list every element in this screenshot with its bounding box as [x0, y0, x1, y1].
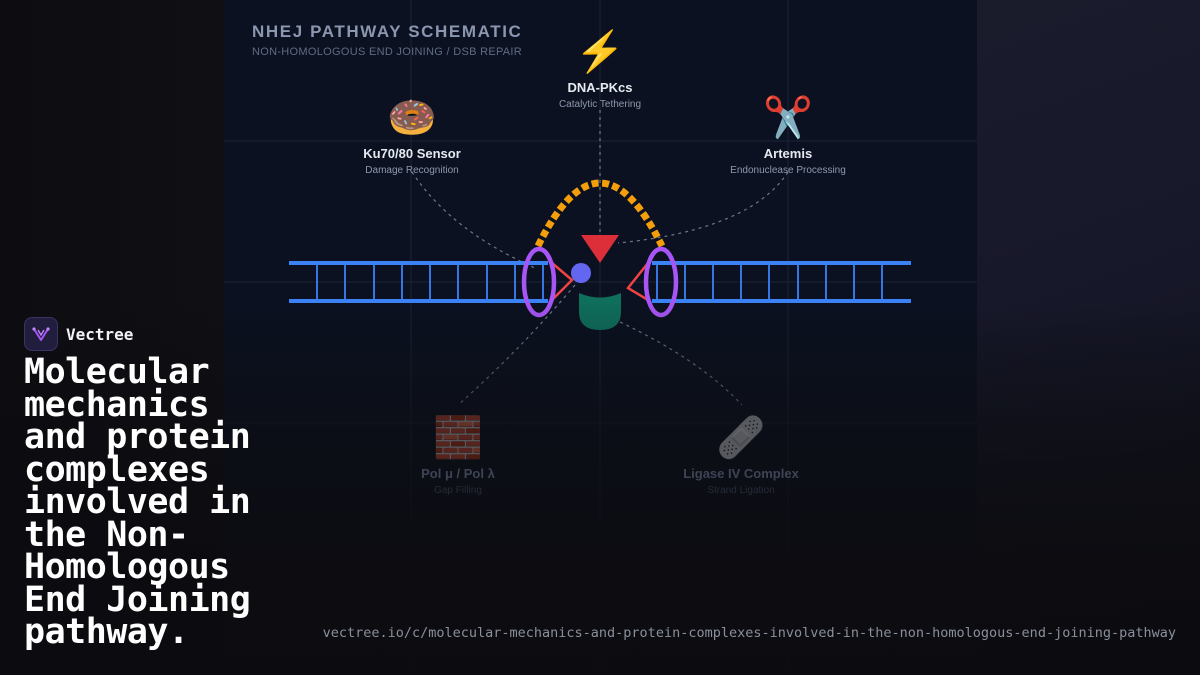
- schematic-subtitle: NON-HOMOLOGOUS END JOINING / DSB REPAIR: [252, 46, 523, 58]
- node-label: Artemis: [763, 146, 813, 161]
- node-caption: Catalytic Tethering: [558, 99, 642, 110]
- lightning-icon: ⚡: [575, 30, 625, 74]
- brand[interactable]: Vectree: [24, 317, 133, 351]
- ligase-shape: [579, 293, 621, 330]
- node-dna-pkcs: ⚡ DNA-PKcs Catalytic Tethering: [500, 28, 700, 110]
- page-headline: Molecular mechanics and protein complexe…: [24, 352, 251, 652]
- node-label: Pol μ / Pol λ: [421, 466, 495, 481]
- node-label: Ku70/80 Sensor: [363, 146, 461, 161]
- node-ligase-iv: 🩹 Ligase IV Complex Strand Ligation: [641, 414, 841, 496]
- node-caption: Damage Recognition: [365, 165, 459, 176]
- page-url-link[interactable]: vectree.io/c/molecular-mechanics-and-pro…: [322, 625, 1176, 641]
- node-ku70-80: 🍩 Ku70/80 Sensor Damage Recognition: [312, 94, 512, 176]
- donut-icon: 🍩: [387, 96, 437, 140]
- node-caption: Strand Ligation: [707, 485, 775, 496]
- schematic-title: NHEJ PATHWAY SCHEMATIC: [252, 22, 523, 41]
- node-caption: Endonuclease Processing: [730, 165, 846, 176]
- node-pol-mu-lambda: 🧱 Pol μ / Pol λ Gap Filling: [358, 414, 558, 496]
- scissors-icon: ✂️: [763, 96, 813, 140]
- brick-icon: 🧱: [433, 416, 483, 460]
- vectree-logo-icon: [24, 317, 58, 351]
- node-label: Ligase IV Complex: [683, 466, 799, 481]
- break-marker: [581, 235, 619, 263]
- node-caption: Gap Filling: [434, 485, 482, 496]
- brand-name: Vectree: [66, 324, 134, 344]
- break-ends: [551, 262, 649, 302]
- artemis-node: [571, 263, 591, 283]
- bandage-icon: 🩹: [716, 416, 766, 460]
- dnapk-arc: [534, 179, 666, 248]
- node-label: DNA-PKcs: [567, 80, 633, 95]
- node-artemis: ✂️ Artemis Endonuclease Processing: [688, 94, 888, 176]
